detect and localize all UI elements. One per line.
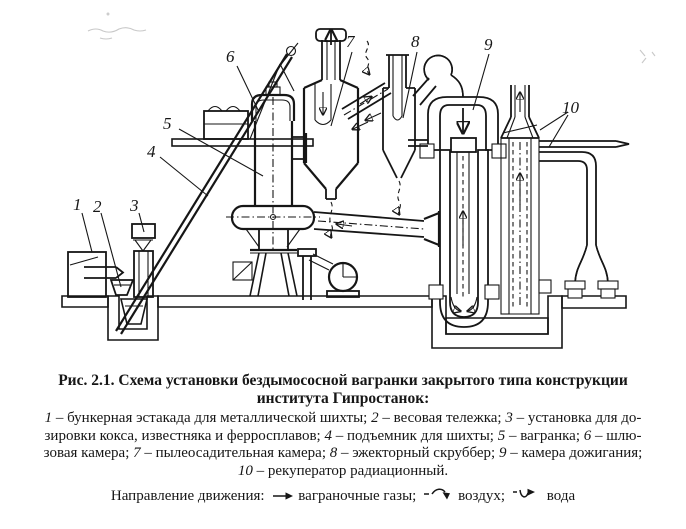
radiation-recuperator	[408, 85, 630, 315]
direction-item-text: ваграночные газы;	[294, 488, 417, 504]
direction-item: ваграночные газы;	[272, 488, 417, 507]
direction-item: воздух;	[423, 488, 505, 504]
direction-items: ваграночные газы; воздух; вода	[265, 488, 575, 507]
blast-air-system	[297, 211, 441, 300]
gas-duct-8-to-9	[412, 54, 464, 106]
legend-line: зовая камера; 7 – пылеосадительная камер…	[43, 445, 643, 461]
scan-artifacts	[87, 12, 656, 64]
skip-hoist-incline	[115, 42, 299, 335]
charging-platform	[171, 105, 314, 147]
direction-item-text: вода	[543, 488, 576, 504]
caption-title-line-2: института Гипростанок:	[256, 390, 430, 407]
coke-dosing-unit	[131, 223, 156, 298]
direction-line: Направление движения: ваграночные газы; …	[0, 486, 686, 507]
caption-title-line-1: Рис. 2.1. Схема установки бездымососной …	[58, 372, 628, 389]
legend-line: 10 – рекуператор радиационный.	[237, 462, 449, 479]
ejector-scrubber	[366, 40, 416, 214]
afterburning-chamber	[419, 96, 507, 328]
dash-wave-arrow-down-icon	[423, 486, 453, 507]
legend-line: 1 – бункерная эстакада для металлической…	[44, 410, 642, 426]
right-arrow-icon	[272, 490, 294, 507]
diagram-drawing	[61, 12, 656, 349]
dust-settling-chamber	[302, 28, 382, 237]
direction-item-text: воздух;	[454, 488, 506, 504]
weighing-trolley	[109, 279, 135, 296]
label-leader-lines	[81, 51, 569, 288]
dash-wave-arrow-right-icon	[512, 486, 542, 507]
cupola-furnace	[226, 97, 320, 297]
figure-caption: Рис. 2.1. Схема установки бездымососной …	[0, 372, 686, 507]
legend-line: зировки кокса, известняка и ферросплавов…	[44, 427, 642, 444]
direction-label: Направление движения:	[110, 488, 265, 504]
direction-item: вода	[512, 488, 575, 504]
figure-legend: 1 – бункерная эстакада для металлической…	[0, 410, 686, 480]
